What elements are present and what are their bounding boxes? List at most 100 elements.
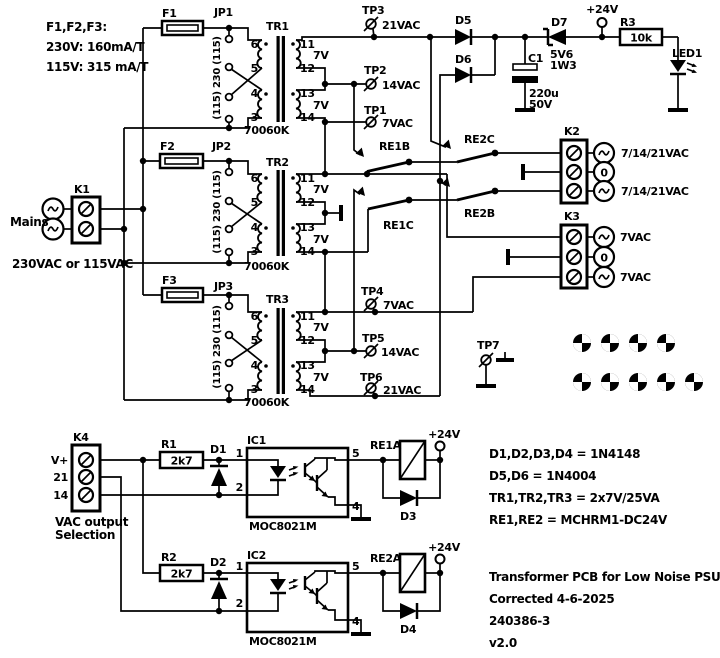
tr1-label: TR1: [266, 20, 289, 33]
tp6-value: 21VAC: [383, 384, 421, 397]
relay-contact-re1c: RE1C: [356, 186, 457, 232]
tr3-part-label: 70060K: [244, 396, 290, 409]
relay-contact-re2b: RE2B: [441, 177, 561, 220]
d7-label: D7: [551, 16, 567, 29]
re2a-label: RE2A: [370, 552, 402, 565]
fuse-f3: F3: [160, 274, 205, 304]
k3-t1-value: 7VAC: [620, 231, 651, 244]
relay-contact-re1b: RE1B: [355, 140, 457, 173]
version: v2.0: [489, 636, 517, 650]
tr1-part-label: 70060K: [244, 124, 290, 137]
d5-label: D5: [455, 14, 471, 27]
r2-label: R2: [161, 551, 177, 564]
tr2-pin6: 6: [251, 172, 259, 185]
jp3-voltage-select-label: (115) 230 (115): [212, 305, 223, 388]
title: Transformer PCB for Low Noise PSU: [489, 570, 720, 584]
diode-d3: D3: [382, 460, 441, 523]
diode-d1: D1: [210, 443, 228, 499]
tr2-label: TR2: [266, 156, 289, 169]
ic1-pin2-label: 2: [236, 481, 243, 494]
k4-p2-label: 21: [53, 471, 68, 484]
tr3-pin6: 6: [251, 310, 259, 323]
c1-voltage: 50V: [529, 98, 553, 111]
tr3-7v-lower: 7V: [313, 371, 329, 384]
mains-voltage-label: 230VAC or 115VAC: [12, 257, 133, 271]
d1-label: D1: [210, 443, 226, 456]
re1b-label: RE1B: [379, 140, 410, 153]
k2-t3-value: 7/14/21VAC: [621, 185, 689, 198]
jumper-jp2: JP2 (115) 230 (115): [211, 140, 263, 267]
k2-t2-zero: 0: [600, 167, 608, 180]
mains-label: Mains: [10, 215, 48, 229]
relay-contact-re2c: RE2C: [442, 133, 561, 164]
ic1-part-label: MOC8021M: [249, 520, 317, 533]
resistor-r3: R3 10k: [618, 16, 678, 47]
r3-label: R3: [620, 16, 636, 29]
testpoint-tp7: TP7: [476, 339, 514, 388]
fuse-note-line1: F1,F2,F3:: [46, 20, 107, 34]
k2-t1-value: 7/14/21VAC: [621, 147, 689, 160]
testpoint-tp3: TP3 21VAC: [362, 4, 421, 41]
24v-label-re2a: +24V: [428, 541, 461, 554]
tr2-pin5: 5: [251, 196, 258, 209]
re2c-label: RE2C: [464, 133, 495, 146]
tr3-pin3: 3: [251, 383, 258, 396]
k4-p3-label: 14: [53, 489, 68, 502]
diode-d6: D6: [455, 37, 496, 83]
tp4-label: TP4: [361, 285, 384, 298]
supply-rail-wiring: [491, 33, 620, 41]
d6-label: D6: [455, 53, 472, 66]
testpoint-tp1: TP1 7VAC: [363, 104, 413, 130]
d3-label: D3: [400, 510, 416, 523]
tr1-7v-lower: 7V: [313, 99, 329, 112]
tr3-7v-upper: 7V: [313, 321, 329, 334]
fuse-note-line2: 230V: 160mA/T: [46, 40, 145, 54]
fuse-f2: F2: [158, 140, 205, 170]
secondary-wiring: [296, 33, 561, 397]
led-led1: LED1: [668, 37, 702, 112]
optocoupler-ic1: IC1 MOC8021M 1 2 5 4: [236, 434, 371, 533]
testpoint-tp5: TP5 14VAC: [362, 332, 420, 359]
k3-t3-value: 7VAC: [620, 271, 651, 284]
tr2-7v-lower: 7V: [313, 233, 329, 246]
k1-label: K1: [74, 183, 90, 196]
ic2-pin1-label: 1: [236, 560, 243, 573]
bom-line4: RE1,RE2 = MCHRM1-DC24V: [489, 513, 668, 527]
connector-k4: K4 V+ 21 14 VAC output Selection: [51, 431, 129, 542]
testpoint-tp6: TP6 21VAC: [360, 371, 422, 400]
ic2-pin2-label: 2: [236, 597, 243, 610]
d7-power-label: 1W3: [550, 59, 577, 72]
bom-line2: D5,D6 = 1N4004: [489, 469, 596, 483]
24v-label-top: +24V: [586, 3, 619, 16]
connector-k3: K3 0 7VAC 7VAC: [506, 210, 651, 290]
led1-label: LED1: [672, 47, 702, 60]
tr2-pin3: 3: [251, 245, 258, 258]
transformer-tr2: TR2 70060K 6 5 4 3 11 12 13 14 7V 7V: [244, 156, 330, 273]
r1-value: 2k7: [171, 455, 193, 468]
f3-label: F3: [162, 274, 177, 287]
tp5-label: TP5: [362, 332, 384, 345]
tp1-label: TP1: [364, 104, 386, 117]
bom-line1: D1,D2,D3,D4 = 1N4148: [489, 447, 640, 461]
tp2-value: 14VAC: [382, 79, 420, 92]
jp2-label: JP2: [211, 140, 231, 153]
fuse-note-line3: 115V: 315 mA/T: [46, 60, 149, 74]
testpoint-tp4: TP4 7VAC: [361, 285, 414, 316]
r1-label: R1: [161, 438, 177, 451]
led1-emission-arrows: [686, 62, 697, 73]
fuse-f1: F1: [160, 7, 205, 37]
tp4-value: 7VAC: [383, 299, 414, 312]
24v-label-re1a: +24V: [428, 428, 461, 441]
ic1-pin5-label: 5: [352, 447, 359, 460]
jp3-label: JP3: [213, 280, 233, 293]
k2-label: K2: [564, 125, 580, 138]
tr2-pin4: 4: [251, 221, 259, 234]
tp6-label: TP6: [360, 371, 383, 384]
tp7-label: TP7: [477, 339, 499, 352]
bom-notes: D1,D2,D3,D4 = 1N4148 D5,D6 = 1N4004 TR1,…: [489, 447, 668, 527]
tp1-value: 7VAC: [382, 117, 413, 130]
r2-value: 2k7: [171, 568, 193, 581]
zener-d7: D7 5V6 1W3: [543, 16, 577, 72]
jumper-jp3: JP3 (115) 230 (115): [212, 280, 263, 404]
